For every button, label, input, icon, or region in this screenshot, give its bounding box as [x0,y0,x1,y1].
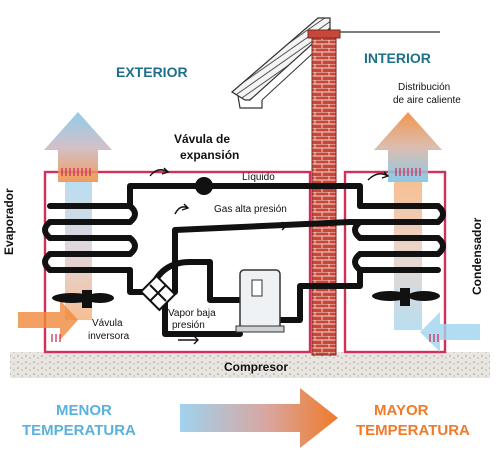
vent-grilles [51,168,439,342]
low-pressure-vapor-label-line1: Vapor baja [168,308,216,319]
outdoor-fan [52,290,114,308]
flow-arrows [149,167,390,345]
temperature-gradient-arrow [180,388,338,448]
condenser-label: Condensador [470,217,484,295]
reversing-valve-label-line1: Vávula [92,318,123,329]
reversing-valve [139,274,177,312]
distribution-label-line1: Distribución [398,82,451,93]
expansion-valve-label-line1: Vávula de [174,132,231,146]
reversing-valve-label-line2: inversora [88,331,130,342]
evaporator-label: Evaporador [2,188,16,255]
compressor [235,269,285,333]
compressor-label: Compresor [224,360,289,374]
lower-temperature-label-line2: TEMPERATURA [22,422,136,439]
exterior-label: EXTERIOR [116,64,188,80]
expansion-valve-label-line2: expansión [180,148,240,162]
hot-air-arrow [374,112,442,182]
high-pressure-gas-label: Gas alta presión [214,204,287,215]
condenser-coil [352,203,446,273]
liquid-label: Líquido [242,172,275,183]
low-pressure-vapor-label-line2: presión [172,320,205,331]
higher-temperature-label-line1: MAYOR [374,402,429,419]
higher-temperature-label-line2: TEMPERATURA [356,422,470,439]
cold-air-arrow [44,112,112,182]
brick-chimney [311,34,337,356]
ground [10,352,490,378]
expansion-valve [195,177,213,195]
indoor-fan [372,288,440,306]
interior-label: INTERIOR [364,50,431,66]
evaporator-coil [42,203,138,273]
distribution-label-line2: de aire caliente [393,95,461,106]
lower-temperature-label-line1: MENOR [56,402,112,419]
